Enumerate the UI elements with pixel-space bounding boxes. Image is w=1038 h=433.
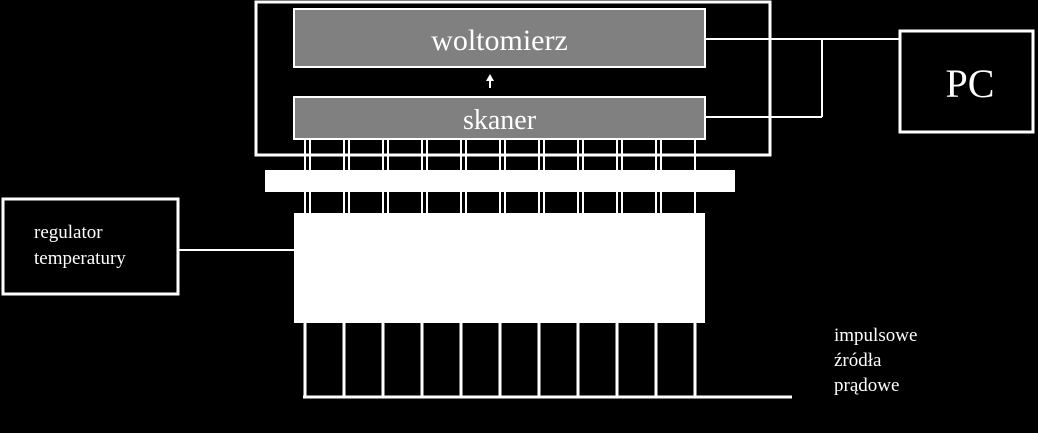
temperature-controller-label: regulator temperatury — [34, 222, 126, 269]
voltmeter-box — [293, 8, 706, 68]
current-sources-label: impulsowe źródła prądowe — [834, 325, 922, 396]
scanner-channel-wires — [304, 139, 696, 170]
current-sources-label-line-1: impulsowe — [834, 325, 917, 346]
voltmeter-label: woltomierz — [431, 24, 568, 57]
current-sources-label-line-3: prądowe — [834, 375, 899, 396]
connector-plate — [265, 170, 735, 192]
scanner-label: skaner — [463, 105, 537, 136]
pc-label: PC — [946, 61, 995, 106]
temperature-controller-label-line-2: temperatury — [34, 248, 126, 269]
voltmeter-module: woltomierz — [293, 8, 706, 68]
scanner-module: skaner — [293, 96, 706, 140]
sample-channel-wires — [304, 192, 696, 213]
current-source-leads — [303, 323, 697, 397]
pc-module: PC — [898, 29, 1035, 134]
arrow-head-icon — [486, 74, 494, 81]
instrument-enclosure — [254, 0, 772, 157]
current-sources-label-line-2: źródła — [834, 350, 882, 371]
temperature-controller-label-line-1: regulator — [34, 222, 103, 243]
pc-box — [898, 29, 1035, 134]
temperature-controller-box — [1, 197, 180, 296]
sample-block — [294, 213, 705, 323]
temperature-controller: regulator temperatury — [1, 197, 294, 296]
pc-connections — [705, 38, 900, 118]
scanner-to-voltmeter-arrow — [486, 74, 494, 88]
